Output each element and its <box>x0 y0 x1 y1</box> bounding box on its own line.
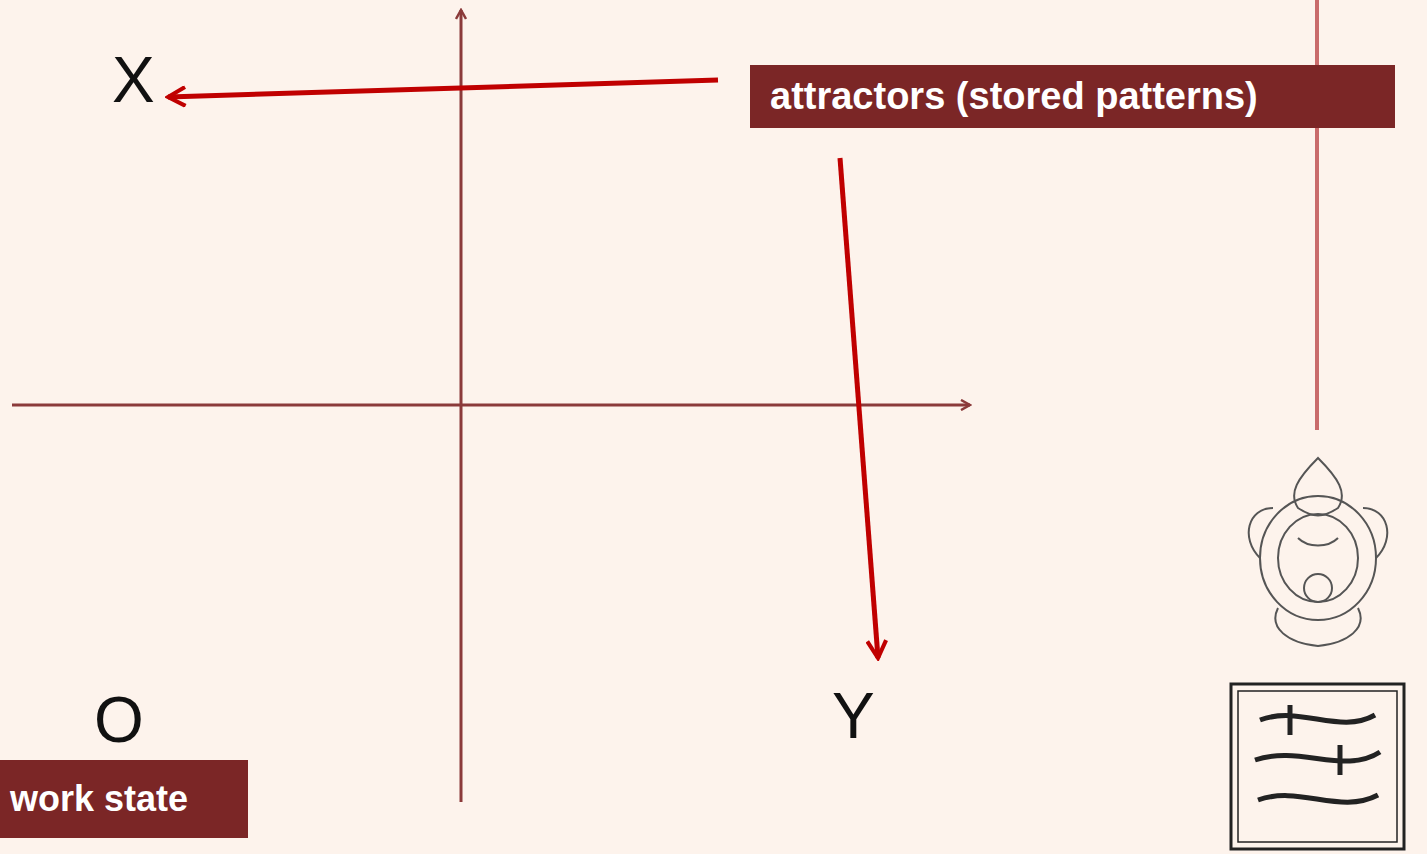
horizontal-axis <box>12 404 970 407</box>
attractor-letter: Y <box>832 684 875 748</box>
callout-text: work state <box>10 778 188 820</box>
callout-box: work state <box>0 760 248 838</box>
university-logo <box>1231 684 1404 849</box>
pointer-arrow <box>840 158 878 658</box>
ornament-logo <box>1249 458 1388 646</box>
callout-text: attractors (stored patterns) <box>770 75 1258 118</box>
callout-box: attractors (stored patterns) <box>750 65 1395 128</box>
attractor-letter: X <box>112 48 155 112</box>
pointer-arrow <box>168 80 718 97</box>
state-letter: O <box>94 688 144 752</box>
